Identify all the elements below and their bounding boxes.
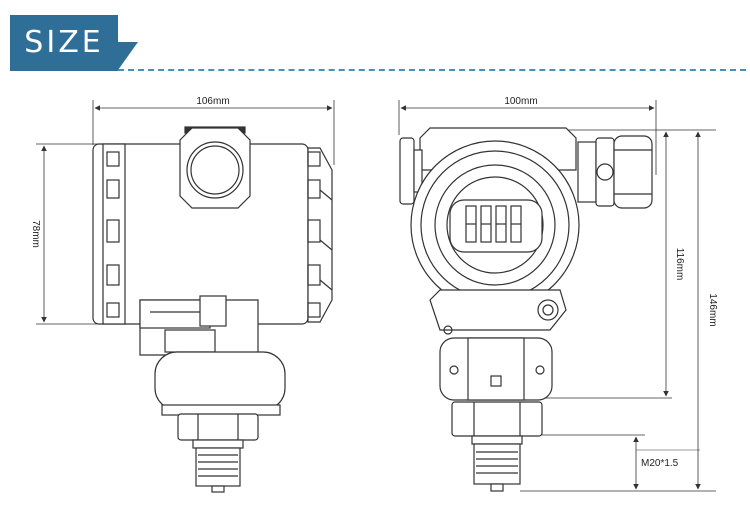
size-title: SIZE — [24, 25, 104, 60]
thread-label: M20*1.5 — [641, 458, 679, 469]
banner-fold — [118, 42, 138, 70]
side-height-label: 78mm — [30, 220, 41, 248]
front-body-height-label: 116mm — [674, 248, 685, 281]
front-view — [398, 100, 716, 492]
side-width-label: 106mm — [196, 96, 229, 107]
side-view — [36, 100, 335, 493]
front-total-height-label: 146mm — [707, 293, 718, 326]
size-banner — [10, 15, 118, 71]
dashed-divider — [118, 69, 746, 71]
front-width-label: 100mm — [504, 96, 537, 107]
